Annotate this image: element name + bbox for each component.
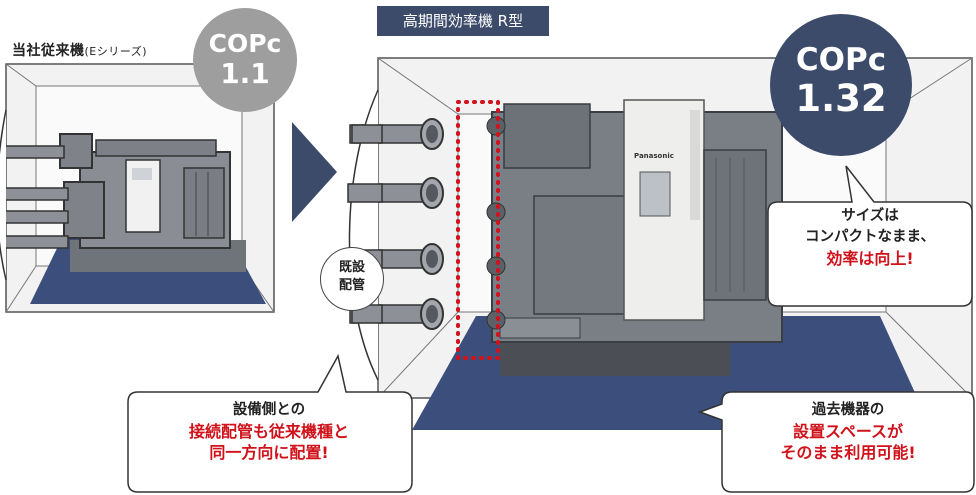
old-model-series: (Eシリーズ) <box>84 45 147 58</box>
old-footprint-outline <box>456 100 500 360</box>
old-wall-cutout <box>0 109 7 281</box>
callout-piping-line2: 接続配管も従来機種と <box>188 422 349 441</box>
machine-brand-text: Panasonic <box>634 152 674 160</box>
callout-space-line2: 設置スペースが <box>792 422 904 441</box>
new-model-label: 高期間効率機 R型 <box>377 6 549 36</box>
new-cop-title: COPc <box>795 42 887 78</box>
callout-piping-line3: 同一方向に配置! <box>209 443 329 462</box>
new-model-machine <box>486 99 783 376</box>
callout-size-line1: サイズは <box>841 208 899 224</box>
callout-space-line3: そのまま利用可能! <box>780 443 916 462</box>
old-model-pipes <box>0 145 69 249</box>
transition-arrow <box>292 122 337 222</box>
old-cop-title: COPc <box>208 29 282 58</box>
callout-size-text: サイズは コンパクトなまま、 効率は向上! <box>770 206 970 269</box>
callout-space-line1: 過去機器の <box>811 402 885 418</box>
callout-size-bubble <box>767 165 973 307</box>
callout-piping-text: 設備側との 接続配管も従来機種と 同一方向に配置! <box>130 400 408 463</box>
new-cop-badge: COPc 1.32 <box>770 14 912 156</box>
callout-piping-bubble <box>127 353 413 493</box>
callout-size-line3: 効率は向上! <box>826 249 914 268</box>
callout-space-text: 過去機器の 設置スペースが そのまま利用可能! <box>726 400 970 463</box>
old-cop-value: 1.1 <box>220 57 270 90</box>
old-model-name: 当社従来機 <box>12 43 85 59</box>
existing-pipe-badge: 既設 配管 <box>320 247 384 311</box>
old-cop-badge: COPc 1.1 <box>193 8 297 112</box>
existing-pipe-line2: 配管 <box>338 278 365 293</box>
new-cop-value: 1.32 <box>795 77 887 120</box>
callout-piping-line1: 設備側との <box>232 402 306 418</box>
old-model-label: 当社従来機(Eシリーズ) <box>12 40 147 60</box>
old-model-machine <box>59 133 246 272</box>
callout-size-line2: コンパクトなまま、 <box>805 229 935 245</box>
callout-space-bubble <box>697 391 975 493</box>
existing-pipe-line1: 既設 <box>338 260 365 275</box>
